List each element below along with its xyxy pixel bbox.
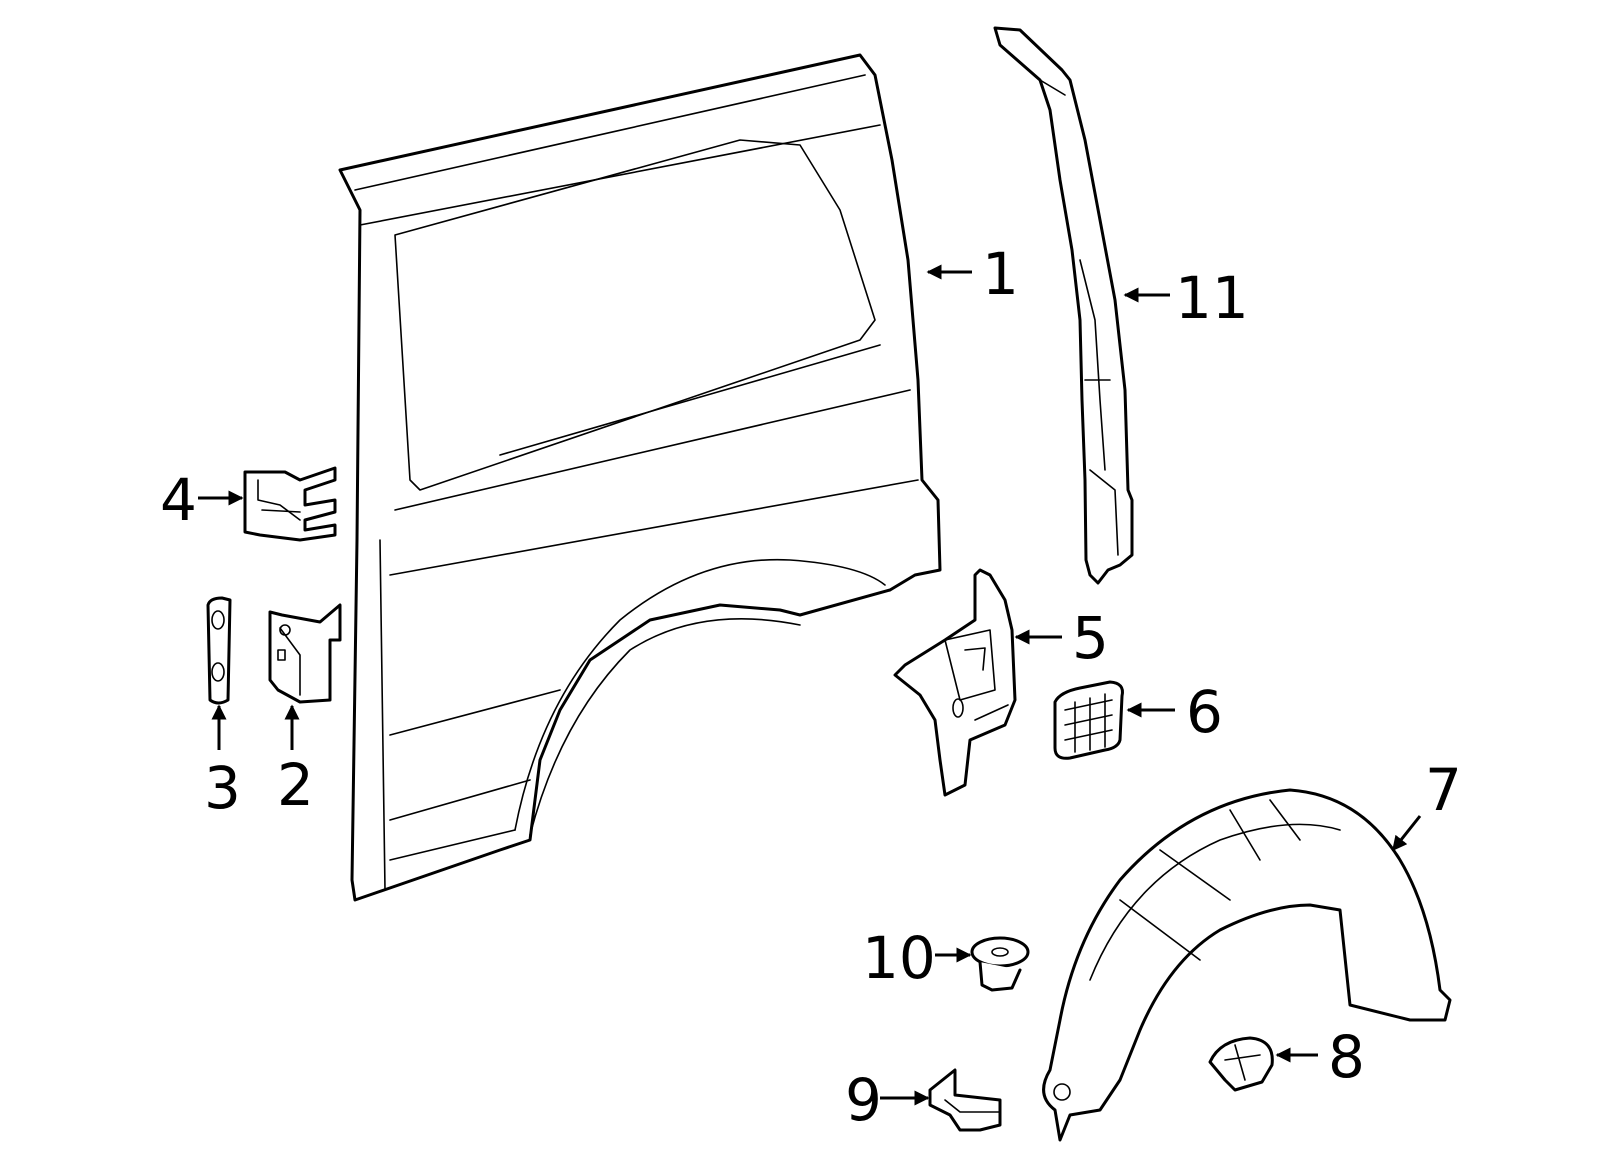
callout-3: 3 <box>204 754 241 822</box>
part-7-wheel-liner[interactable] <box>1042 788 1452 1142</box>
callout-11: 11 <box>1175 264 1249 332</box>
part-10-clip[interactable] <box>970 936 1030 992</box>
part-11-pillar[interactable] <box>993 26 1134 585</box>
part-4-bracket[interactable] <box>243 466 337 542</box>
callout-5: 5 <box>1072 604 1109 672</box>
leader-7 <box>1391 815 1422 852</box>
callout-6: 6 <box>1186 678 1223 746</box>
part-6-vent[interactable] <box>1053 680 1124 760</box>
callout-4: 4 <box>160 466 197 534</box>
part-5-wheelhouse-bracket[interactable] <box>893 568 1017 797</box>
part-2-bracket[interactable] <box>268 603 342 704</box>
callout-1: 1 <box>982 240 1019 308</box>
callout-7: 7 <box>1425 756 1462 824</box>
part-8-cap[interactable] <box>1208 1036 1274 1092</box>
callout-2: 2 <box>277 751 314 819</box>
callout-9: 9 <box>845 1066 882 1134</box>
part-1-side-panel[interactable] <box>338 53 942 902</box>
part-9-clip[interactable] <box>928 1068 1002 1132</box>
callout-8: 8 <box>1328 1023 1365 1091</box>
callout-10: 10 <box>862 924 936 992</box>
part-3-plate[interactable] <box>206 596 232 705</box>
